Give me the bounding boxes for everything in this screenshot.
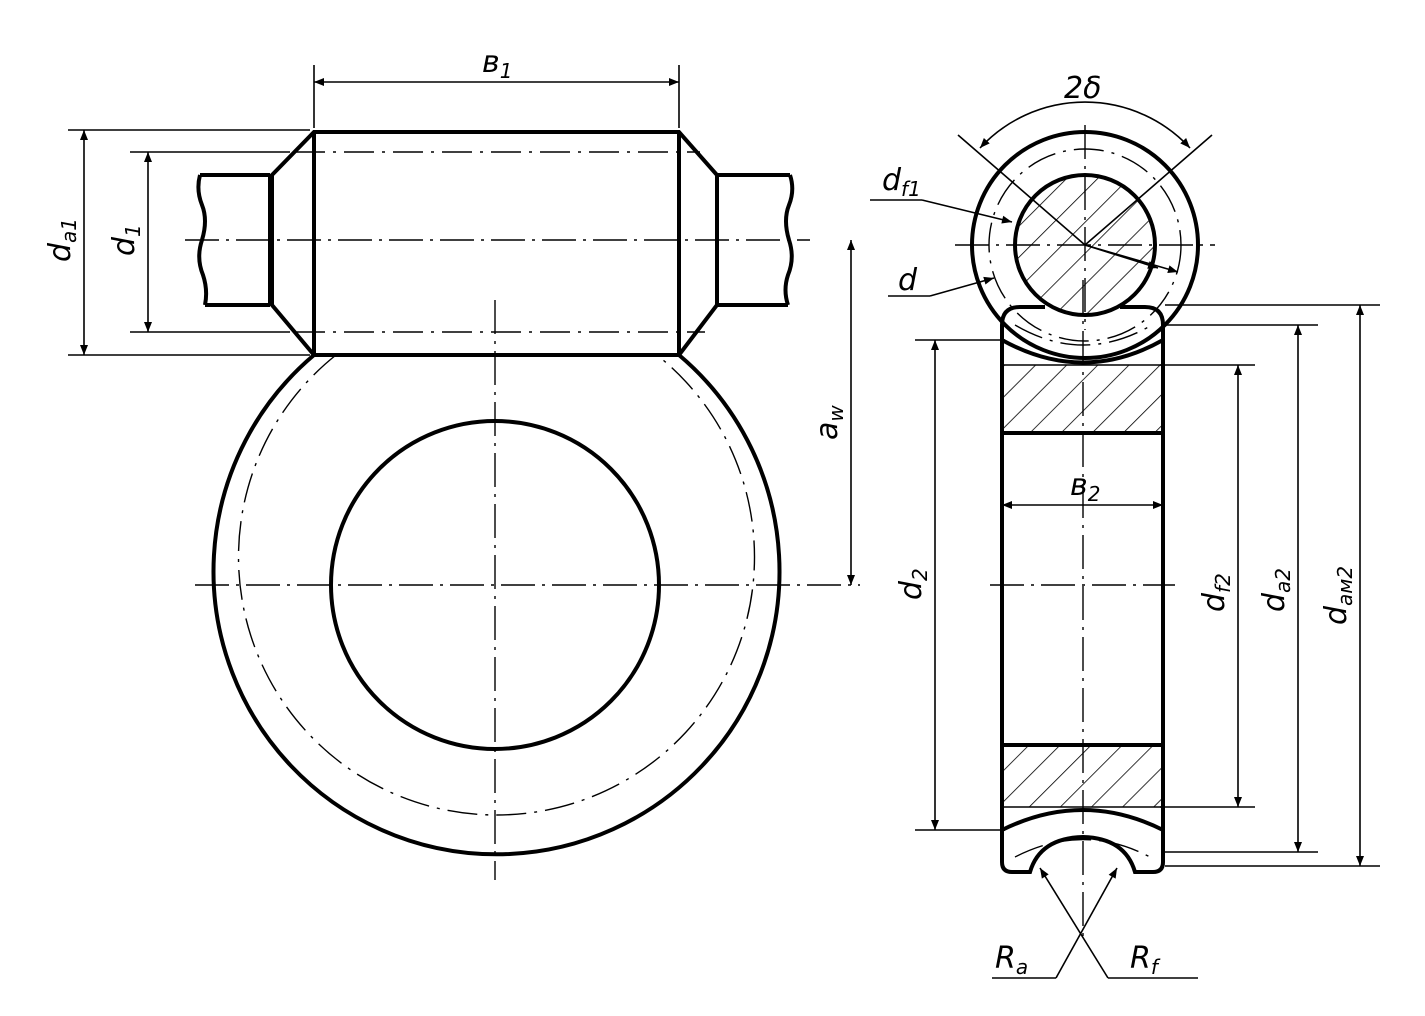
label-da2: da2 [1257,568,1295,612]
dimensions-left [68,65,855,585]
worm-cross-section [955,125,1215,360]
dimensions-right [870,101,1380,979]
svg-text:в1: в1 [482,45,512,83]
label-df2: df2 [1197,573,1235,612]
svg-text:d2: d2 [894,568,932,600]
svg-text:df1: df1 [882,163,921,201]
label-df1: df1 [882,163,921,201]
worm-front-view [185,130,810,357]
label-d2: d2 [894,568,932,600]
worm-body-outline [270,130,719,357]
worm-wheel-section-view [990,280,1175,940]
svg-text:2δ: 2δ [1064,71,1101,106]
svg-text:daм2: daм2 [1319,566,1357,625]
svg-text:Ra: Ra [995,941,1028,979]
svg-text:df2: df2 [1197,573,1235,612]
svg-text:Rf: Rf [1130,941,1161,979]
label-b1: в1 [482,45,512,83]
svg-text:da1: da1 [43,218,81,262]
svg-text:da2: da2 [1257,568,1295,612]
label-d: d [898,263,918,298]
label-Ra: Ra [995,941,1028,979]
svg-text:aw: aw [810,405,848,440]
label-aw: aw [810,405,848,440]
label-Rf: Rf [1130,941,1161,979]
label-2delta: 2δ [1064,71,1101,106]
label-d1: d1 [107,224,145,256]
label-da1: da1 [43,218,81,262]
label-b2: в2 [1070,468,1100,506]
svg-text:d: d [898,263,918,298]
worm-wheel-front-view [195,300,860,880]
svg-text:в2: в2 [1070,468,1100,506]
label-dam2: daм2 [1319,566,1357,625]
svg-text:d1: d1 [107,224,145,256]
